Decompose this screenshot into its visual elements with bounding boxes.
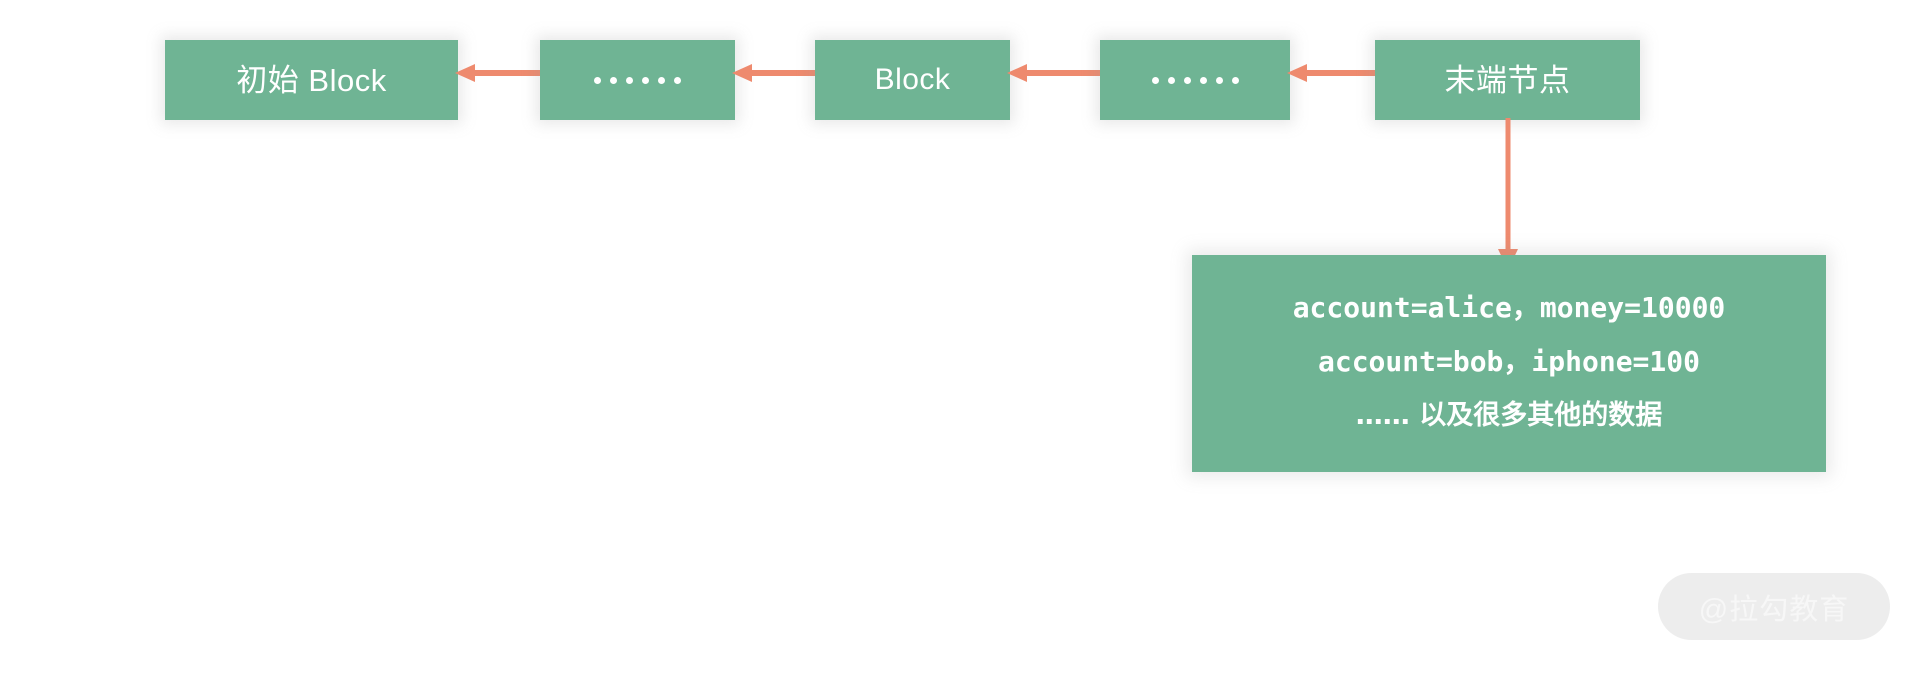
node-terminal-node[interactable]: 末端节点 [1375, 40, 1640, 120]
terminal-node-data-box[interactable]: account=alice，money=10000 account=bob，ip… [1192, 255, 1826, 472]
dot-icon [610, 76, 617, 84]
dot-icon [1199, 76, 1207, 84]
node-genesis-block-label: 初始 Block [236, 62, 387, 98]
dot-icon [1183, 76, 1191, 84]
watermark-text: @拉勾教育 [1698, 593, 1850, 626]
node-terminal-node-label: 末端节点 [1444, 62, 1571, 98]
dot-icon [674, 76, 681, 84]
dot-icon [1151, 76, 1159, 84]
arrow-ellipsis-right-to-block [1007, 63, 1103, 83]
dot-icon [642, 76, 649, 84]
data-line-other-data: …… 以及很多其他的数据 [1355, 400, 1663, 431]
node-ellipsis-right-label [1151, 76, 1239, 84]
dot-icon [594, 76, 601, 84]
dot-icon [1231, 76, 1239, 84]
node-block-label: Block [874, 63, 951, 96]
node-ellipsis-right[interactable] [1100, 40, 1290, 120]
watermark-badge: @拉勾教育 [1658, 573, 1890, 640]
data-line-account-alice: account=alice，money=10000 [1292, 291, 1726, 324]
arrow-ellipsis-left-to-genesis-block [455, 63, 550, 83]
dot-icon [1167, 76, 1175, 84]
node-block[interactable]: Block [815, 40, 1010, 120]
dot-icon [658, 76, 665, 84]
arrow-terminal-node-to-data-box [1495, 118, 1521, 270]
arrow-terminal-node-to-ellipsis-right [1287, 63, 1378, 83]
arrow-block-to-ellipsis-left [732, 63, 820, 83]
dot-icon [1215, 76, 1223, 84]
node-ellipsis-left[interactable] [540, 40, 735, 120]
dot-icon [626, 76, 633, 84]
node-ellipsis-left-label [594, 76, 681, 84]
data-line-account-bob: account=bob，iphone=100 [1317, 345, 1700, 378]
node-genesis-block[interactable]: 初始 Block [165, 40, 458, 120]
